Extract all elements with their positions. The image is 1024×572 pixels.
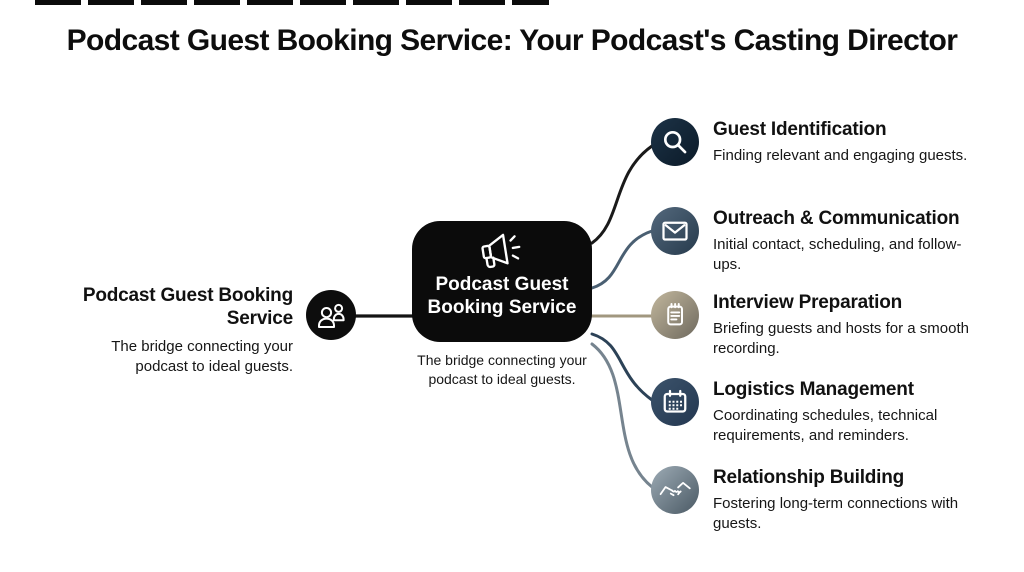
connector-logistics xyxy=(590,332,654,402)
branch-circle xyxy=(651,466,699,514)
connector-outreach xyxy=(590,229,654,290)
connector-relationship xyxy=(590,342,654,489)
envelope-icon xyxy=(660,216,690,246)
center-node-title-line2: Booking Service xyxy=(427,297,577,318)
branch-description: Briefing guests and hosts for a smooth r… xyxy=(713,320,969,357)
calendar-icon xyxy=(660,387,690,417)
branch-circle xyxy=(651,378,699,426)
connector-guest-identification xyxy=(590,144,654,245)
page-title: Podcast Guest Booking Service: Your Podc… xyxy=(66,24,958,57)
left-node-text: Podcast Guest Booking Service The bridge… xyxy=(63,284,293,377)
center-node-box: Podcast Guest Booking Service xyxy=(412,221,592,342)
branch-circle xyxy=(651,207,699,255)
megaphone-icon xyxy=(471,231,533,271)
branch-title: Guest Identification xyxy=(713,119,887,140)
branch-guest-identification: Guest Identification Finding relevant an… xyxy=(651,118,1011,166)
handshake-icon xyxy=(658,477,692,503)
magnifier-icon xyxy=(661,128,689,156)
left-node-title: Podcast Guest Booking Service xyxy=(82,285,293,329)
branch-outreach-communication: Outreach & Communication Initial contact… xyxy=(651,207,1011,274)
branch-description: Initial contact, scheduling, and follow-… xyxy=(713,236,962,273)
people-icon xyxy=(314,300,348,330)
left-node-description: The bridge connecting your podcast to id… xyxy=(111,338,293,375)
notepad-icon xyxy=(661,301,689,329)
left-node-circle xyxy=(306,290,356,340)
branch-title: Interview Preparation xyxy=(713,292,903,313)
branch-circle xyxy=(651,291,699,339)
cropped-header-bar xyxy=(35,0,549,5)
branch-title: Outreach & Communication xyxy=(713,208,960,229)
center-node-title-line1: Podcast Guest xyxy=(435,274,569,295)
branch-description: Coordinating schedules, technical requir… xyxy=(713,407,938,444)
branch-description: Fostering long-term connections with gue… xyxy=(713,495,959,532)
center-node-description: The bridge connecting your podcast to id… xyxy=(417,352,587,387)
branch-title: Relationship Building xyxy=(713,467,905,488)
branch-interview-preparation: Interview Preparation Briefing guests an… xyxy=(651,291,1011,358)
branch-circle xyxy=(651,118,699,166)
branch-description: Finding relevant and engaging guests. xyxy=(713,147,968,164)
branch-title: Logistics Management xyxy=(713,379,914,400)
branch-logistics-management: Logistics Management Coordinating schedu… xyxy=(651,378,1011,445)
branch-relationship-building: Relationship Building Fostering long-ter… xyxy=(651,466,1011,533)
